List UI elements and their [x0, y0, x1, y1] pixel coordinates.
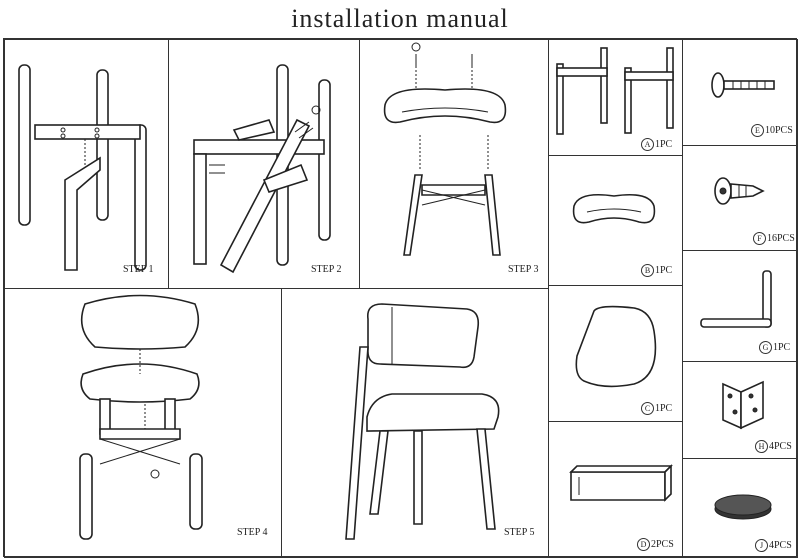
step-4-label: STEP 4: [237, 527, 268, 538]
part-g-letter: G: [759, 341, 772, 354]
part-j-illustration: [714, 494, 772, 520]
step-2-label: STEP 2: [311, 264, 342, 275]
step-4-illustration: [79, 294, 203, 540]
part-d-qty: 2PCS: [651, 538, 674, 550]
part-h-illustration: [722, 380, 764, 430]
step-5-panel: STEP 5: [281, 288, 549, 558]
step-2-panel: STEP 2: [168, 39, 360, 289]
part-a-qty: 1PC: [655, 138, 673, 150]
manual-title: installation manual: [291, 4, 509, 33]
part-g-qty: 1PC: [773, 341, 791, 353]
part-j-letter: J: [755, 539, 768, 552]
step-5-label: STEP 5: [504, 527, 535, 538]
part-d-letter: D: [637, 538, 650, 551]
part-b-letter: B: [641, 264, 654, 277]
part-a-illustration: [556, 47, 674, 135]
part-b-qty: 1PC: [655, 264, 673, 276]
step-1-label: STEP 1: [123, 264, 154, 275]
step-5-illustration: [345, 303, 500, 540]
part-c-qty: 1PC: [655, 402, 673, 414]
step-4-panel: STEP 4: [4, 288, 282, 558]
part-c-illustration: [575, 305, 657, 388]
part-h-qty: 4PCS: [769, 440, 792, 452]
step-3-illustration: [383, 42, 507, 256]
part-a-letter: A: [641, 138, 654, 151]
part-f-illustration: [714, 177, 765, 205]
step-3-panel: STEP 3: [359, 39, 549, 289]
part-e-illustration: [711, 72, 775, 98]
step-1-panel: STEP 1: [4, 39, 169, 289]
part-f-qty: 16PCS: [767, 232, 795, 244]
part-g-illustration: [700, 270, 772, 328]
manual-frame: STEP 1 STEP 2: [3, 38, 798, 558]
part-h-letter: H: [755, 440, 768, 453]
part-e-qty: 10PCS: [765, 124, 793, 136]
step-3-label: STEP 3: [508, 264, 539, 275]
part-f-letter: F: [753, 232, 766, 245]
part-b-illustration: [572, 193, 656, 224]
step-2-illustration: [193, 64, 331, 274]
part-j-qty: 4PCS: [769, 539, 792, 551]
part-e-letter: E: [751, 124, 764, 137]
part-d-illustration: [569, 464, 673, 502]
part-c-letter: C: [641, 402, 654, 415]
step-1-illustration: [18, 64, 147, 271]
